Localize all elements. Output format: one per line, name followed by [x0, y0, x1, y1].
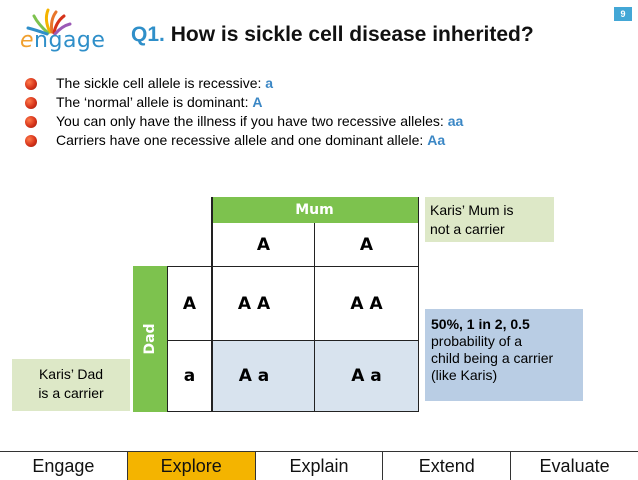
grid-line — [167, 266, 168, 412]
engage-logo — [10, 6, 122, 54]
mum-allele: A — [359, 234, 374, 255]
bullet-allele: Aa — [427, 132, 446, 148]
bullet-allele: A — [252, 94, 263, 110]
tab-explore[interactable]: Explore — [126, 452, 255, 480]
probability-line: (like Karis) — [431, 367, 498, 383]
dad-note-line: Karis’ Dad — [38, 366, 104, 382]
tab-evaluate[interactable]: Evaluate — [510, 452, 638, 480]
bullet-text: You can only have the illness if you hav… — [56, 113, 448, 129]
bullet-list: The sickle cell allele is recessive: a T… — [22, 74, 463, 150]
mum-allele: A — [256, 234, 271, 255]
bullet-item: The ‘normal’ allele is dominant: A — [22, 93, 463, 112]
logo-letters: ngage — [34, 28, 106, 53]
logo-burst-icon — [26, 8, 72, 36]
tab-extend[interactable]: Extend — [382, 452, 510, 480]
question-number: Q1. — [131, 23, 165, 46]
probability-line: probability of a — [431, 333, 523, 349]
grid-line — [167, 340, 419, 341]
bullet-item: Carriers have one recessive allele and o… — [22, 131, 463, 150]
bullet-text: Carriers have one recessive allele and o… — [56, 132, 428, 148]
bullet-dot-icon — [25, 97, 37, 109]
logo-letter-e: e — [20, 28, 35, 53]
offspring-cell: A A — [350, 293, 383, 314]
mum-header: Mum — [211, 197, 418, 223]
bullet-item: You can only have the illness if you hav… — [22, 112, 463, 131]
bullet-allele: a — [265, 75, 274, 91]
dad-note-line: is a carrier — [38, 385, 104, 401]
grid-line — [167, 411, 419, 412]
bullet-text: The sickle cell allele is recessive: — [56, 75, 266, 91]
bullet-item: The sickle cell allele is recessive: a — [22, 74, 463, 93]
page-title: Q1. How is sickle cell disease inherited… — [131, 23, 534, 47]
grid-line — [211, 197, 213, 412]
offspring-cell: A A — [237, 293, 271, 314]
tab-engage[interactable]: Engage — [32, 456, 95, 476]
mum-note-line: not a carrier — [430, 221, 505, 237]
grid-line — [418, 197, 419, 412]
bullet-allele: aa — [447, 113, 464, 129]
probability-heading: 50%, 1 in 2, 0.5 — [431, 316, 530, 332]
mum-note-line: Karis’ Mum is — [430, 202, 514, 218]
logo-wordmark: engage — [20, 28, 105, 53]
dad-allele: A — [182, 293, 197, 314]
dad-label: Dad — [142, 323, 158, 355]
dad-note: Karis’ Dad is a carrier — [12, 359, 130, 411]
slide-number: 9 — [614, 7, 632, 21]
tab-explain[interactable]: Explain — [254, 452, 383, 480]
dad-header: Dad — [133, 266, 167, 412]
footer-nav: Engage Explore Explain Extend Evaluate — [0, 451, 638, 480]
bullet-text: The ‘normal’ allele is dominant: — [56, 94, 253, 110]
offspring-cell: A a — [238, 366, 270, 386]
bullet-dot-icon — [25, 78, 37, 90]
bullet-dot-icon — [25, 116, 37, 128]
grid-line — [314, 223, 315, 412]
dad-allele: a — [183, 366, 196, 386]
mum-note: Karis’ Mum is not a carrier — [425, 197, 554, 242]
bullet-dot-icon — [25, 135, 37, 147]
probability-line: child being a carrier — [431, 350, 554, 366]
question-text: How is sickle cell disease inherited? — [170, 23, 534, 46]
probability-note: 50%, 1 in 2, 0.5 probability of a child … — [425, 309, 583, 401]
offspring-cell: A a — [351, 366, 382, 386]
grid-line — [167, 266, 419, 267]
